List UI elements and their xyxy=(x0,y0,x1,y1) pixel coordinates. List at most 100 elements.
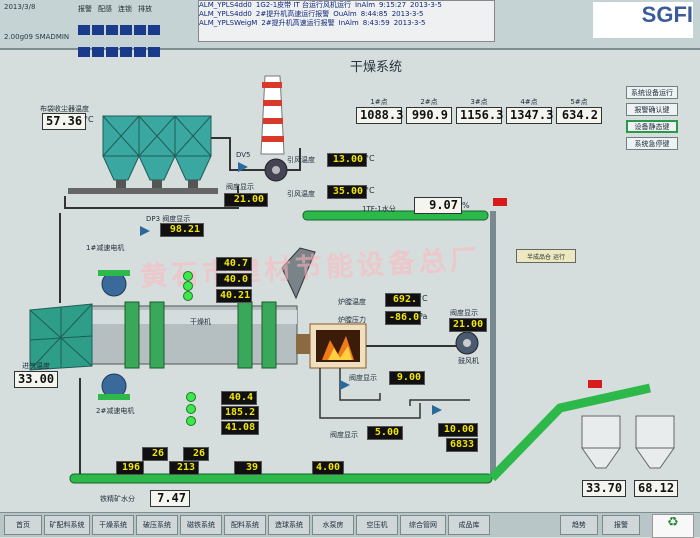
process-diagram xyxy=(29,75,675,484)
b4-value: 213 xyxy=(169,461,199,475)
inlet-temp-label: 进气温度 xyxy=(22,362,50,370)
date-text: 2013/3/8 xyxy=(4,3,36,11)
screw-conveyor xyxy=(68,188,218,194)
unit-label: °C xyxy=(365,186,375,195)
outlet-pressure-label: 引风温度 xyxy=(287,190,315,198)
status-lamp xyxy=(134,25,146,35)
t2-value: 40.0 xyxy=(216,273,252,287)
belt-conveyor-bottom xyxy=(69,473,493,484)
nav-crushing[interactable]: 破压系统 xyxy=(136,515,178,535)
alarm-confirm-button[interactable]: 报警确认键 xyxy=(626,103,678,116)
gas-label: 阀度显示 xyxy=(330,431,358,439)
belt-label: 铁精矿水分 xyxy=(100,495,135,503)
unit-label: °C xyxy=(365,154,375,163)
kiln-pressure-label: 炉膛压力 xyxy=(338,316,366,324)
speed-value: 40.4 xyxy=(221,391,257,405)
system-run-button[interactable]: 系统设备运行 xyxy=(626,86,678,99)
tf-value: 9.07 xyxy=(414,197,462,214)
outlet-pressure-value: 35.00 xyxy=(327,185,367,199)
dp3-value: 98.21 xyxy=(160,223,204,237)
indicator-label: 报警 xyxy=(78,5,92,13)
motor1-label: 1#减速电机 xyxy=(86,244,125,252)
indicator-label: 配感 xyxy=(98,5,112,13)
kiln-temp-label: 炉膛温度 xyxy=(338,298,366,306)
status-lamp xyxy=(183,271,193,281)
hot-air-furnace xyxy=(296,323,367,369)
unit-label: °C xyxy=(418,294,428,303)
bucket-elevator xyxy=(490,211,496,476)
nav-pipe-network[interactable]: 综合管网 xyxy=(400,515,446,535)
status-lamp xyxy=(183,281,193,291)
status-lamp xyxy=(106,47,118,57)
nav-batching[interactable]: 配料系统 xyxy=(224,515,266,535)
side-button-panel: 系统设备运行 报警确认键 设备静态键 系统急停键 xyxy=(626,86,678,150)
nav-home[interactable]: 首页 xyxy=(4,515,42,535)
company-logo: SGFI xyxy=(593,2,693,38)
kiln-pressure-value: -86.0 xyxy=(385,311,421,325)
nav-drying[interactable]: 干燥系统 xyxy=(92,515,134,535)
status-lamp xyxy=(120,25,132,35)
emergency-stop-button[interactable]: 系统急停键 xyxy=(626,137,678,150)
nav-alarm[interactable]: 报警 xyxy=(602,515,640,535)
flow-value: 6833 xyxy=(446,438,478,452)
nav-ore-batching[interactable]: 矿配料系统 xyxy=(44,515,90,535)
top-status-bar: 2013/3/8 2.00g09 SMADMIN 报警 配感 连锁 排放 ALM… xyxy=(0,0,700,57)
nav-trend[interactable]: 趋势 xyxy=(560,515,598,535)
dp3-label: DP3 阀度显示 xyxy=(146,215,191,223)
static-button[interactable]: 设备静态键 xyxy=(626,120,678,133)
alarm-marker xyxy=(588,380,602,388)
t1-value: 40.7 xyxy=(216,257,252,271)
tf-label: 1TF-1水分 xyxy=(362,205,396,213)
unit-label: °C xyxy=(84,115,94,124)
outlet-temp-value: 13.00 xyxy=(327,153,367,167)
unit-label: Pa xyxy=(418,312,428,321)
valve-value: 21.00 xyxy=(224,193,268,207)
b6-value: 4.00 xyxy=(312,461,344,475)
bottom-nav: 首页 矿配料系统 干燥系统 破压系统 磁铁系统 配料系统 造球系统 水泵房 空压… xyxy=(0,512,700,538)
page-title: 干燥系统 xyxy=(350,60,403,75)
silo xyxy=(635,415,675,469)
green-run-button[interactable]: 半成品仓 运行 xyxy=(516,249,576,263)
t3-value: 40.21 xyxy=(216,289,252,303)
burner-value: 9.00 xyxy=(389,371,425,385)
valve-icon xyxy=(238,162,248,172)
user-text: 2.00g09 SMADMIN xyxy=(4,33,70,41)
indicator-label: 连锁 xyxy=(118,5,132,13)
nav-product-warehouse[interactable]: 成品库 xyxy=(448,515,490,535)
silo2-value: 68.12 xyxy=(634,480,678,497)
status-lamp xyxy=(78,25,90,35)
b5-value: 39 xyxy=(234,461,262,475)
status-lamp xyxy=(186,392,196,402)
chimney xyxy=(260,75,285,155)
silo xyxy=(581,415,621,469)
b1-value: 26 xyxy=(142,447,168,461)
nav-compressor[interactable]: 空压机 xyxy=(356,515,398,535)
unit-label: % xyxy=(462,201,470,210)
nav-pump[interactable]: 水泵房 xyxy=(312,515,354,535)
temp2-value: 41.08 xyxy=(221,421,259,435)
nav-pellet[interactable]: 造球系统 xyxy=(268,515,310,535)
pressure2-value: 185.2 xyxy=(221,406,259,420)
recycle-icon: ♻ xyxy=(652,514,694,538)
status-lamp xyxy=(106,25,118,35)
status-lamp xyxy=(148,47,160,57)
valve-icon xyxy=(432,405,442,415)
status-lamp xyxy=(148,25,160,35)
rotary-dryer xyxy=(91,301,298,369)
status-lamp xyxy=(186,416,196,426)
dv-label: DV5 xyxy=(236,151,251,159)
blower-label: 鼓风机 xyxy=(458,357,479,365)
nav-magnet[interactable]: 磁铁系统 xyxy=(180,515,222,535)
feed-hood xyxy=(29,303,93,371)
dust-temp-value: 57.36 xyxy=(42,113,86,130)
